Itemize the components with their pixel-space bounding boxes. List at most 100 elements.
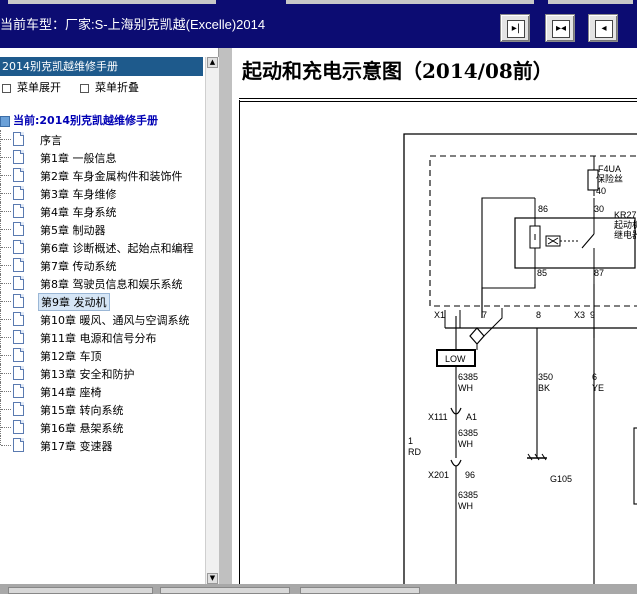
fuse-name: 保险丝	[596, 173, 623, 184]
tree-item[interactable]: 第13章 安全和防护	[0, 364, 203, 382]
wire-e-num: 1	[408, 436, 413, 446]
wire-a-color: WH	[458, 383, 473, 393]
conn-x111: X111	[428, 412, 448, 422]
conn-x111-pin: A1	[466, 412, 477, 422]
tree-item[interactable]: 第14章 座椅	[0, 382, 203, 400]
menu-collapse-label: 菜单折叠	[95, 81, 139, 94]
tree-item[interactable]: 第3章 车身维修	[0, 184, 203, 202]
conn-x1-pin: 7	[482, 310, 487, 320]
relay-id: KR27	[614, 210, 637, 220]
wire-b-color: BK	[538, 383, 550, 393]
tree-item[interactable]: 第7章 传动系统	[0, 256, 203, 274]
document-icon	[13, 240, 24, 254]
wire-e-color: RD	[408, 447, 421, 457]
relay-name-1: 起动机	[614, 219, 637, 230]
wire-b-num: 350	[538, 372, 553, 382]
window-title: 当前车型：厂家:S-上海别克凯越(Excelle)2014	[0, 17, 266, 32]
title-strip-left	[8, 0, 216, 4]
expand-icon	[2, 83, 11, 93]
tree-item-label: 第4章 车身系统	[40, 206, 117, 219]
tree-item-selected[interactable]: 第9章 发动机	[0, 292, 203, 311]
compare-view-button[interactable]: ▸◂	[545, 14, 575, 42]
tree-item-label: 第15章 转向系统	[40, 404, 124, 417]
tree-item-label: 第8章 驾驶员信息和娱乐系统	[40, 278, 183, 291]
tree-item-label: 第5章 制动器	[40, 224, 106, 237]
tree-item[interactable]: 第2章 车身金属构件和装饰件	[0, 166, 203, 184]
bottom-bar	[0, 584, 637, 594]
pin-85: 85	[537, 268, 547, 278]
split-view-button[interactable]: ▸|	[500, 14, 530, 42]
menu-expand-label: 菜单展开	[17, 81, 61, 94]
collapse-view-button[interactable]: ◂	[588, 14, 618, 42]
document-icon	[13, 276, 24, 290]
tree-item[interactable]: 第4章 车身系统	[0, 202, 203, 220]
frame-top	[239, 98, 637, 99]
split-view-icon: ▸|	[507, 20, 525, 38]
ground-label: G105	[550, 474, 572, 484]
tree-root[interactable]: 当前:2014别克凯越维修手册	[0, 112, 158, 128]
tree-item-label: 第11章 电源和信号分布	[40, 332, 157, 345]
wiring-diagram: F4UA 保险丝 40 86 30 KR27 起动机 继电器 85 87 X1 …	[403, 133, 637, 584]
relay-name-2: 继电器	[614, 229, 637, 240]
menu-expand-button[interactable]: 菜单展开	[2, 79, 61, 95]
document-icon	[13, 384, 24, 398]
tree-root-label: 当前:2014别克凯越维修手册	[13, 114, 159, 127]
wire-d-num: 6385	[458, 428, 478, 438]
splitter[interactable]	[219, 48, 232, 584]
document-icon	[13, 150, 24, 164]
tree-item-label: 第7章 传动系统	[40, 260, 117, 273]
tree-item[interactable]: 第16章 悬架系统	[0, 418, 203, 436]
tree-item[interactable]: 第8章 驾驶员信息和娱乐系统	[0, 274, 203, 292]
tree-item-label: 第12章 车顶	[40, 350, 102, 363]
sidebar-scrollbar[interactable]: ▲ ▼	[205, 57, 219, 584]
document-view: 起动和充电示意图（2014/08前）	[232, 48, 637, 584]
tree-item[interactable]: 第6章 诊断概述、起始点和编程	[0, 238, 203, 256]
collapse-view-icon: ◂	[595, 20, 613, 38]
tree-item-label: 第3章 车身维修	[40, 188, 117, 201]
menu-collapse-button[interactable]: 菜单折叠	[80, 79, 139, 95]
tree-item[interactable]: 序言	[0, 130, 203, 148]
compare-view-icon: ▸◂	[552, 20, 570, 38]
document-title: 起动和充电示意图（2014/08前）	[242, 59, 553, 83]
title-bar: 当前车型：厂家:S-上海别克凯越(Excelle)2014 ▸| ▸◂ ◂	[0, 0, 637, 48]
tree-item-label: 第2章 车身金属构件和装饰件	[40, 170, 183, 183]
tree-item-label: 第6章 诊断概述、起始点和编程	[40, 242, 194, 255]
tree-item[interactable]: 第10章 暖风、通风与空调系统	[0, 310, 203, 328]
wire-f-color: WH	[458, 501, 473, 511]
wire-a-num: 6385	[458, 372, 478, 382]
title-strip-right	[286, 0, 534, 4]
conn-x1: X1	[434, 310, 445, 320]
pin-8: 8	[536, 310, 541, 320]
frame-left	[239, 100, 240, 584]
bottom-tab[interactable]	[300, 587, 420, 594]
tree-item[interactable]: 第1章 一般信息	[0, 148, 203, 166]
tree-item[interactable]: 第15章 转向系统	[0, 400, 203, 418]
document-icon	[13, 402, 24, 416]
scroll-up-icon[interactable]: ▲	[207, 57, 218, 68]
title-strip-far	[548, 0, 633, 4]
tree-item-label: 第1章 一般信息	[40, 152, 117, 165]
tree-item[interactable]: 第17章 变速器	[0, 436, 203, 454]
pin-30: 30	[594, 204, 604, 214]
frame-top-inner	[239, 101, 637, 102]
low-label: LOW	[445, 354, 466, 364]
document-icon	[13, 438, 24, 452]
tree-item-label: 序言	[40, 134, 62, 147]
document-icon	[13, 186, 24, 200]
tree-item[interactable]: 第5章 制动器	[0, 220, 203, 238]
scroll-down-icon[interactable]: ▼	[207, 573, 218, 584]
fuse-id: F4UA	[598, 164, 621, 174]
wire-c-num: 6	[592, 372, 597, 382]
tree-item[interactable]: 第12章 车顶	[0, 346, 203, 364]
tree-item-label: 第16章 悬架系统	[40, 422, 124, 435]
bottom-tab[interactable]	[160, 587, 290, 594]
wire-f-num: 6385	[458, 490, 478, 500]
book-icon	[0, 115, 10, 127]
document-icon	[13, 258, 24, 272]
document-icon	[13, 222, 24, 236]
sidebar: 2014别克凯越维修手册 菜单展开 菜单折叠 当前:2014别克凯越维修手册 序…	[0, 48, 219, 584]
tree-item[interactable]: 第11章 电源和信号分布	[0, 328, 203, 346]
bottom-tab[interactable]	[8, 587, 153, 594]
pin-86: 86	[538, 204, 548, 214]
document-icon	[13, 348, 24, 362]
